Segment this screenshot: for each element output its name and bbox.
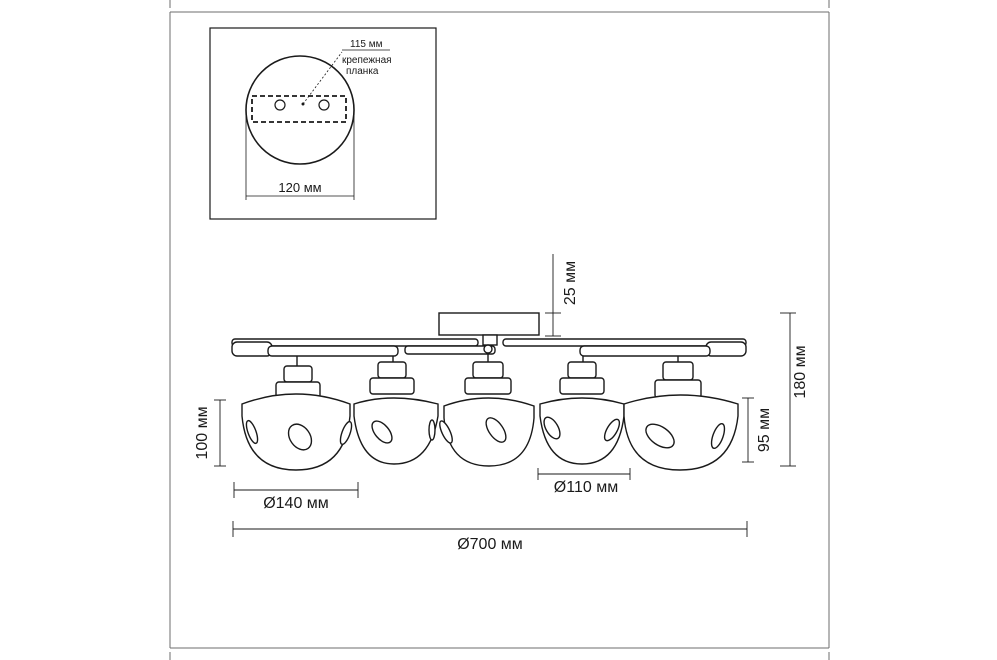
bracket-label-line1: крепежная bbox=[342, 55, 392, 66]
canopy bbox=[438, 312, 540, 336]
mounting-bracket bbox=[251, 95, 347, 123]
plate-length-label: 115 мм bbox=[350, 39, 383, 50]
inner-shade-height-label: 95 мм bbox=[756, 408, 773, 452]
mount-plate-detail bbox=[209, 27, 437, 220]
lamp-3 bbox=[439, 361, 535, 467]
lamp-2 bbox=[353, 361, 439, 465]
shade-diameter-label: Ø140 мм bbox=[263, 495, 329, 512]
total-height-label: 180 мм bbox=[792, 345, 809, 398]
plate-diameter-label: 120 мм bbox=[278, 180, 321, 195]
lamp-5 bbox=[623, 361, 739, 471]
canopy-circle bbox=[245, 55, 355, 165]
small-shade-diameter-label: Ø110 мм bbox=[554, 479, 618, 496]
page-frame bbox=[169, 0, 830, 660]
lamp-1 bbox=[241, 365, 353, 471]
lamp-4 bbox=[539, 361, 625, 465]
bracket-label-line2: планка bbox=[346, 66, 379, 77]
dimension-lines bbox=[214, 254, 796, 537]
overall-diameter-label: Ø700 мм bbox=[457, 536, 523, 553]
canopy-height-label: 25 мм bbox=[562, 261, 579, 305]
fixture-side-view bbox=[231, 312, 747, 471]
shade-height-label: 100 мм bbox=[194, 406, 211, 459]
